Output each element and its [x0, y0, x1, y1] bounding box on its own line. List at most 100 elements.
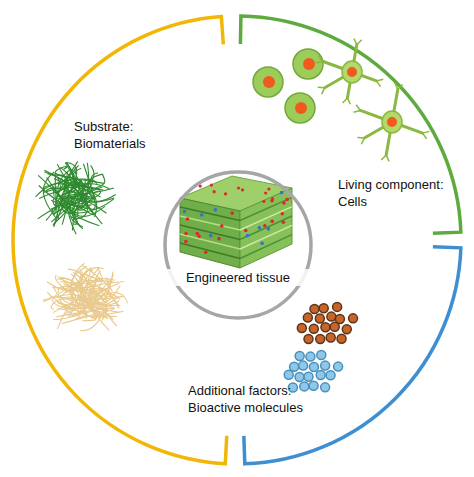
tissue-cell [267, 227, 271, 231]
molecule [309, 324, 318, 333]
tissue-cell [213, 190, 216, 193]
tissue-cell [195, 232, 199, 236]
molecule [316, 371, 325, 380]
cell-nucleus [347, 67, 357, 77]
tissue-cell [271, 197, 274, 200]
cell-process [376, 79, 383, 81]
tissue-cell [204, 250, 208, 254]
segment-label: Substrate: Biomaterials [74, 118, 164, 152]
molecule [317, 351, 326, 360]
tissue-layer [240, 235, 292, 259]
cell-process [343, 98, 348, 103]
tissue-front [180, 198, 240, 268]
cell-nucleus [295, 102, 307, 114]
round-cell [293, 49, 323, 79]
label-text: Additional factors: Bioactive molecules [188, 382, 320, 416]
molecule [295, 352, 304, 361]
fiber [66, 162, 102, 224]
molecule [309, 363, 318, 372]
molecule [330, 322, 339, 331]
tissue-cell [270, 220, 274, 224]
tissue-cell [282, 201, 286, 205]
molecule [321, 383, 330, 392]
tissue-cell [220, 224, 224, 228]
cell-process [318, 56, 322, 62]
molecule [334, 362, 343, 371]
tissue-cell [263, 224, 267, 228]
tissue-cell [280, 191, 284, 195]
tissue-layer [240, 207, 292, 230]
fiber [68, 274, 86, 316]
tissue-cell [244, 229, 248, 233]
molecule [315, 314, 324, 323]
molecule [319, 304, 328, 313]
fiber [57, 198, 83, 226]
tissue-cell [230, 211, 234, 215]
cell-process [356, 105, 360, 111]
cell-process [398, 84, 403, 89]
label-text: Engineered tissue [163, 269, 313, 286]
star-cell [382, 111, 402, 133]
circle-outline [163, 170, 313, 320]
tissue-cell [258, 226, 262, 230]
tissue-cell [210, 184, 213, 187]
tissue-cell [267, 187, 270, 190]
cell-process [322, 88, 325, 94]
cell-process [381, 155, 386, 160]
fiber [96, 290, 117, 326]
circle-outline [165, 172, 311, 318]
molecule [326, 371, 335, 380]
tissue-layer [180, 234, 240, 249]
cell-process [316, 61, 323, 63]
fiber [75, 177, 94, 204]
molecule [295, 372, 304, 381]
tissue-cell [214, 208, 218, 212]
molecule [316, 335, 325, 344]
fiber [94, 287, 120, 305]
cell-process [357, 40, 362, 45]
segment-label: Living component: Cells [338, 176, 454, 210]
tissue-cell [186, 217, 190, 221]
cell-nucleus [387, 117, 397, 127]
fiber [85, 270, 100, 280]
tissue-cell [184, 240, 188, 244]
label-text: Substrate: Biomaterials [74, 118, 164, 152]
tissue-cell [285, 198, 289, 202]
tissue-cell [282, 220, 286, 224]
molecule [337, 334, 346, 343]
tissue-layer [240, 216, 292, 240]
tissue-cell [241, 188, 244, 191]
molecule [321, 361, 330, 370]
fiber [53, 300, 119, 319]
molecule [299, 361, 308, 370]
fiber [55, 167, 67, 176]
molecule [310, 305, 319, 314]
molecule [297, 324, 306, 333]
fiber [57, 301, 96, 318]
tissue-cell [183, 210, 187, 214]
round-cell [253, 67, 283, 97]
cell-process [347, 98, 350, 104]
molecule [321, 323, 330, 332]
molecule [284, 370, 293, 379]
tissue-layer [180, 225, 240, 240]
molecule [342, 325, 351, 334]
cell-process [386, 155, 389, 161]
molecule [326, 333, 335, 342]
tissue-cell [262, 200, 265, 203]
tissue-layer [240, 197, 292, 220]
fiber [83, 265, 113, 290]
cell-nucleus [263, 76, 275, 88]
cell-process [318, 86, 325, 88]
cell-process [423, 133, 427, 139]
tissue-cell [237, 186, 240, 189]
cell-process [354, 38, 357, 44]
molecule [309, 381, 318, 390]
fiber [87, 174, 103, 199]
cell-segment [240, 16, 460, 233]
molecule [304, 372, 313, 381]
molecule [327, 312, 336, 321]
tissue-cell [281, 212, 285, 216]
tissue-cell [246, 234, 250, 238]
segment-label: Additional factors: Bioactive molecules [188, 382, 320, 416]
